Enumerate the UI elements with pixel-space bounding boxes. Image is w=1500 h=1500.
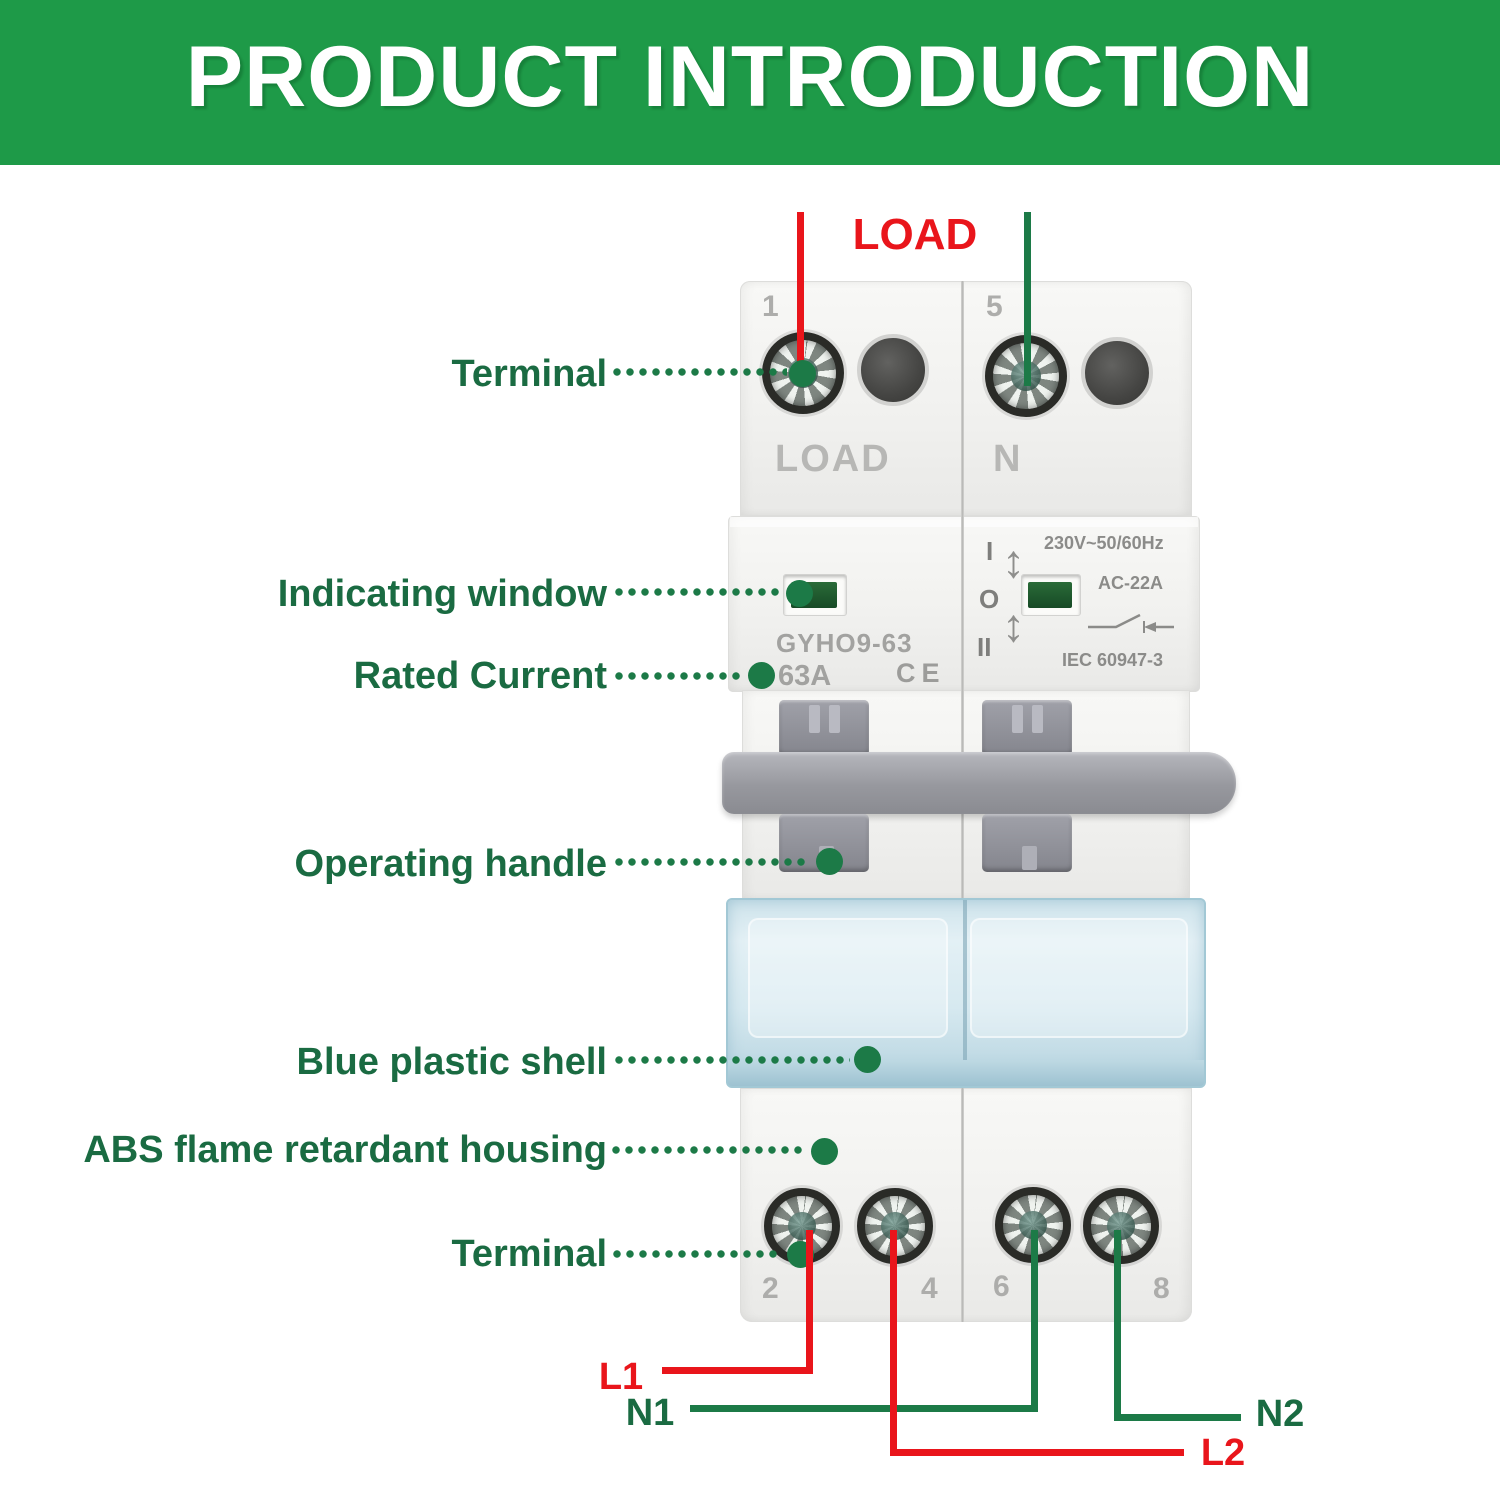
connector-dot	[786, 580, 813, 607]
wire-n2-horizontal	[1114, 1414, 1241, 1421]
operating-handle-bar	[722, 752, 1236, 814]
wire-l2-horizontal	[890, 1449, 1184, 1456]
wire-l2-vertical	[890, 1230, 897, 1456]
banner	[0, 0, 1500, 165]
callout-indicating-window-dotline	[615, 588, 780, 596]
ce-mark: CE	[896, 658, 946, 688]
load-wire-red	[797, 212, 804, 382]
wire-hole-5	[1081, 337, 1153, 409]
n1-label: N1	[625, 1392, 675, 1434]
n2-label: N2	[1255, 1393, 1305, 1435]
handle-rib	[1012, 705, 1023, 733]
shell-seam	[963, 900, 967, 1086]
handle-rib	[829, 705, 840, 733]
callout-indicating-window-label: Indicating window	[277, 573, 607, 615]
connector-dot	[789, 360, 816, 387]
neutral-wire-green	[1024, 212, 1031, 386]
pole-seam	[961, 281, 964, 516]
callout-terminal-bottom-dotline	[613, 1250, 781, 1258]
connector-dot	[854, 1046, 881, 1073]
indicator-glass-right	[1028, 582, 1072, 608]
load-wire-label: LOAD	[852, 210, 978, 259]
pole-seam	[961, 516, 964, 692]
callout-blue-shell-label: Blue plastic shell	[296, 1041, 607, 1083]
terminal-screw-8	[1083, 1188, 1159, 1264]
shell-panel-left	[748, 918, 948, 1038]
handle-rib	[1032, 705, 1043, 733]
terminal-number-6: 6	[993, 1270, 1010, 1303]
handle-rib	[809, 705, 820, 733]
updown-arrow-icon: ↕	[1002, 599, 1025, 651]
callout-rated-current-dotline	[615, 672, 745, 680]
shell-hinge-lip	[728, 1060, 1204, 1086]
terminal-screw-6	[995, 1187, 1071, 1263]
handle-stem-upper-right	[982, 700, 1072, 756]
wire-hole-1	[857, 334, 929, 406]
rated-current-text: 63A	[778, 660, 832, 692]
wire-n2-vertical	[1114, 1230, 1121, 1421]
mid-block-highlight	[730, 517, 1198, 527]
callout-terminal-top-dotline	[613, 368, 787, 376]
model-text: GYHO9-63	[776, 628, 913, 658]
terminal-screw-2	[764, 1188, 840, 1264]
wire-l1-horizontal	[662, 1367, 813, 1374]
handle-stem-upper-left	[779, 700, 869, 756]
position-ii: II	[977, 632, 992, 662]
terminal-number-2: 2	[762, 1272, 779, 1305]
disconnect-switch-icon	[1088, 613, 1174, 633]
pole-seam	[961, 1088, 964, 1322]
wire-n1-horizontal	[690, 1405, 1038, 1412]
connector-dot	[748, 662, 775, 689]
utilization-text: AC-22A	[1098, 573, 1164, 593]
callout-operating-handle-label: Operating handle	[294, 843, 607, 885]
pole-number-5: 5	[986, 290, 1003, 323]
position-o: O	[979, 584, 1000, 614]
l2-label: L2	[1200, 1432, 1246, 1474]
l1-label: L1	[598, 1356, 644, 1398]
voltage-text: 230V~50/60Hz	[1044, 533, 1164, 553]
callout-rated-current-label: Rated Current	[353, 655, 607, 697]
handle-notch	[1022, 846, 1037, 870]
callout-abs-housing-dotline	[612, 1146, 807, 1154]
callout-terminal-bottom-label: Terminal	[451, 1233, 607, 1275]
terminal-number-4: 4	[921, 1272, 938, 1305]
load-marking: LOAD	[775, 438, 891, 480]
wire-n1-vertical	[1031, 1230, 1038, 1412]
pole-number-1: 1	[762, 290, 779, 323]
shell-panel-right	[970, 918, 1188, 1038]
callout-abs-housing-label: ABS flame retardant housing	[83, 1129, 607, 1171]
callout-blue-shell-dotline	[615, 1056, 850, 1064]
connector-dot	[816, 848, 843, 875]
callout-terminal-top-label: Terminal	[451, 353, 607, 395]
neutral-marking: N	[993, 438, 1023, 480]
page-title: PRODUCT INTRODUCTION	[185, 29, 1315, 125]
standard-text: IEC 60947-3	[1062, 650, 1164, 670]
updown-arrow-icon: ↕	[1002, 535, 1025, 587]
terminal-number-8: 8	[1153, 1272, 1170, 1305]
handle-stem-lower-right	[982, 814, 1072, 872]
callout-operating-handle-dotline	[615, 858, 810, 866]
wire-l1-vertical	[806, 1230, 813, 1374]
position-i: I	[986, 536, 994, 566]
connector-dot	[811, 1138, 838, 1165]
